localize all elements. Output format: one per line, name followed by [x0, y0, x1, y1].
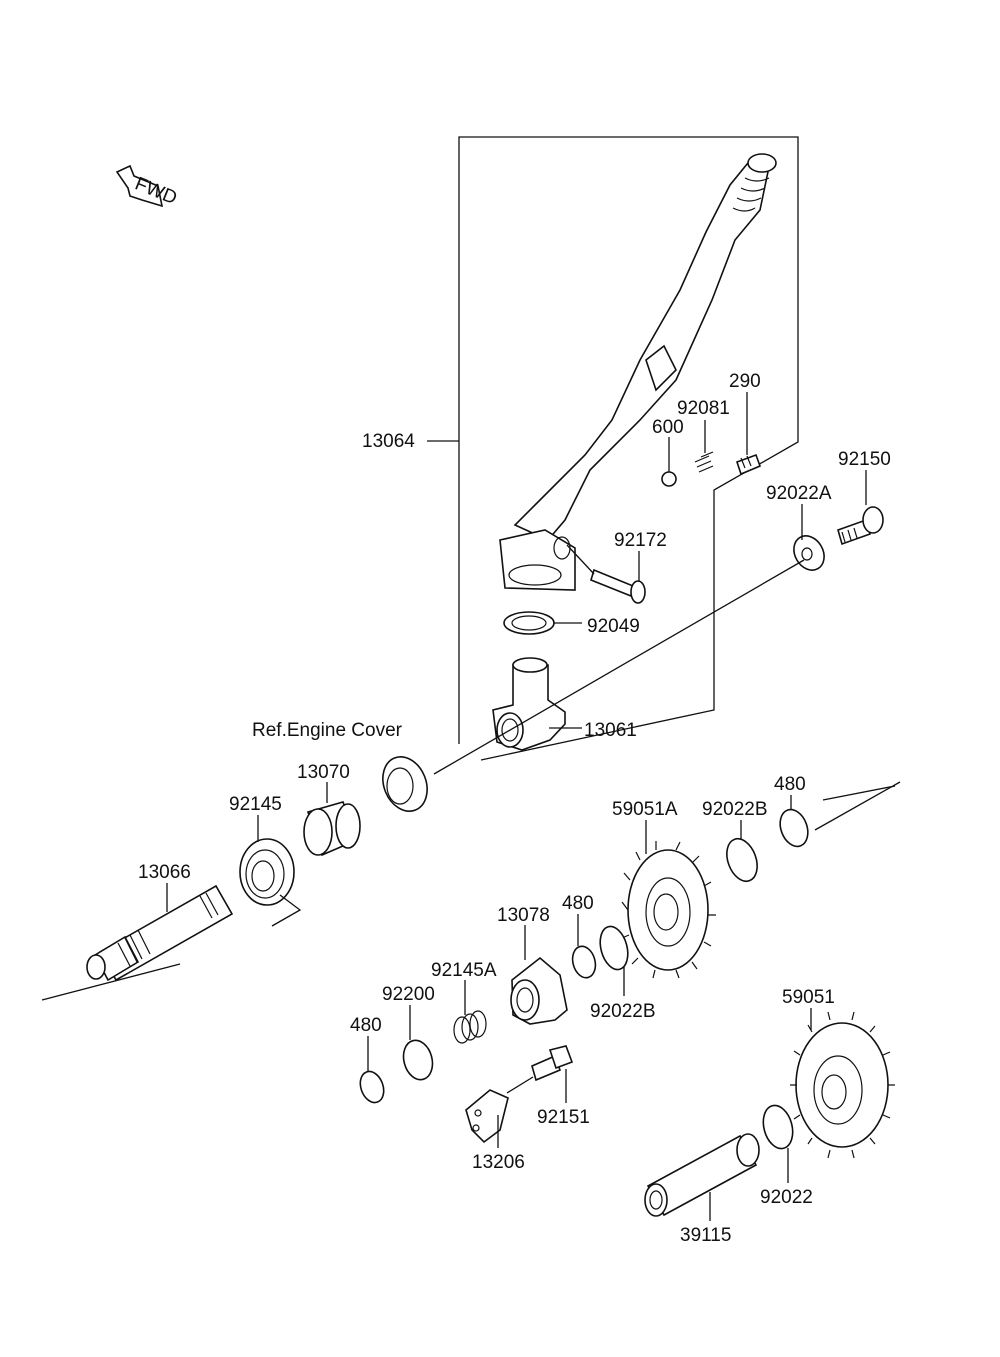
- washer-92200: [402, 1039, 434, 1081]
- part-label-59051A: 59051A: [612, 799, 678, 820]
- plug-290: [735, 453, 762, 476]
- circlip-480-mid: [571, 945, 597, 979]
- ball-600: [661, 471, 677, 487]
- part-label-13078: 13078: [497, 905, 550, 926]
- part-label-13206: 13206: [472, 1152, 525, 1173]
- ratchet-13078: [510, 956, 568, 1025]
- collar-13070: [303, 801, 361, 857]
- part-label-92200: 92200: [382, 984, 435, 1005]
- circlip-480-top: [779, 808, 809, 848]
- spring-92145A: [453, 1010, 487, 1044]
- part-label-92145A: 92145A: [431, 960, 497, 981]
- part-label-480-mid: 480: [562, 893, 594, 914]
- leader-lines: [166, 392, 867, 1221]
- assembly-bracket: [458, 136, 799, 761]
- washer-92022: [762, 1104, 794, 1150]
- part-label-92022B-mid: 92022B: [590, 1001, 656, 1022]
- part-label-480-top: 480: [774, 774, 806, 795]
- oil-seal-13070: [382, 756, 428, 812]
- part-label-92081: 92081: [677, 398, 730, 419]
- washer-92022B-mid: [599, 925, 629, 971]
- fwd-arrow-icon: FWD: [115, 164, 180, 209]
- part-label-13061: 13061: [584, 720, 637, 741]
- circlip-480-low: [359, 1070, 385, 1104]
- washer-92022B-top: [726, 837, 758, 883]
- part-label-92172: 92172: [614, 530, 667, 551]
- part-label-92150: 92150: [838, 449, 891, 470]
- spring-92081: [694, 451, 714, 473]
- part-label-13066: 13066: [138, 862, 191, 883]
- bolt-92172: [566, 544, 646, 604]
- part-label-92022B-top: 92022B: [702, 799, 768, 820]
- bolt-92151: [506, 1045, 574, 1094]
- washer-92022A: [793, 535, 825, 571]
- guide-13206: [465, 1089, 509, 1144]
- ref-engine-cover-label: Ref.Engine Cover: [252, 720, 403, 741]
- part-label-92145: 92145: [229, 794, 282, 815]
- kick-pedal-arm: [499, 153, 777, 591]
- idle-shaft-39115: [644, 1133, 760, 1217]
- part-label-600: 600: [652, 417, 684, 438]
- part-label-39115: 39115: [680, 1225, 731, 1246]
- torsion-spring-92145: [239, 838, 302, 927]
- part-label-290: 290: [729, 371, 761, 392]
- kick-gear-59051A: [621, 841, 716, 979]
- part-label-13070: 13070: [297, 762, 350, 783]
- part-label-92049: 92049: [587, 616, 640, 637]
- idle-gear-59051: [790, 1011, 895, 1159]
- part-label-92022: 92022: [760, 1187, 813, 1208]
- part-label-480-low: 480: [350, 1015, 382, 1036]
- seal-92049: [503, 611, 555, 635]
- bolt-92150: [837, 506, 884, 546]
- part-label-13064: 13064: [362, 431, 415, 452]
- kickstarter-shaft-13066: [86, 884, 234, 982]
- part-label-92022A: 92022A: [766, 483, 832, 504]
- part-label-59051: 59051: [782, 987, 835, 1008]
- part-label-92151: 92151: [537, 1107, 590, 1128]
